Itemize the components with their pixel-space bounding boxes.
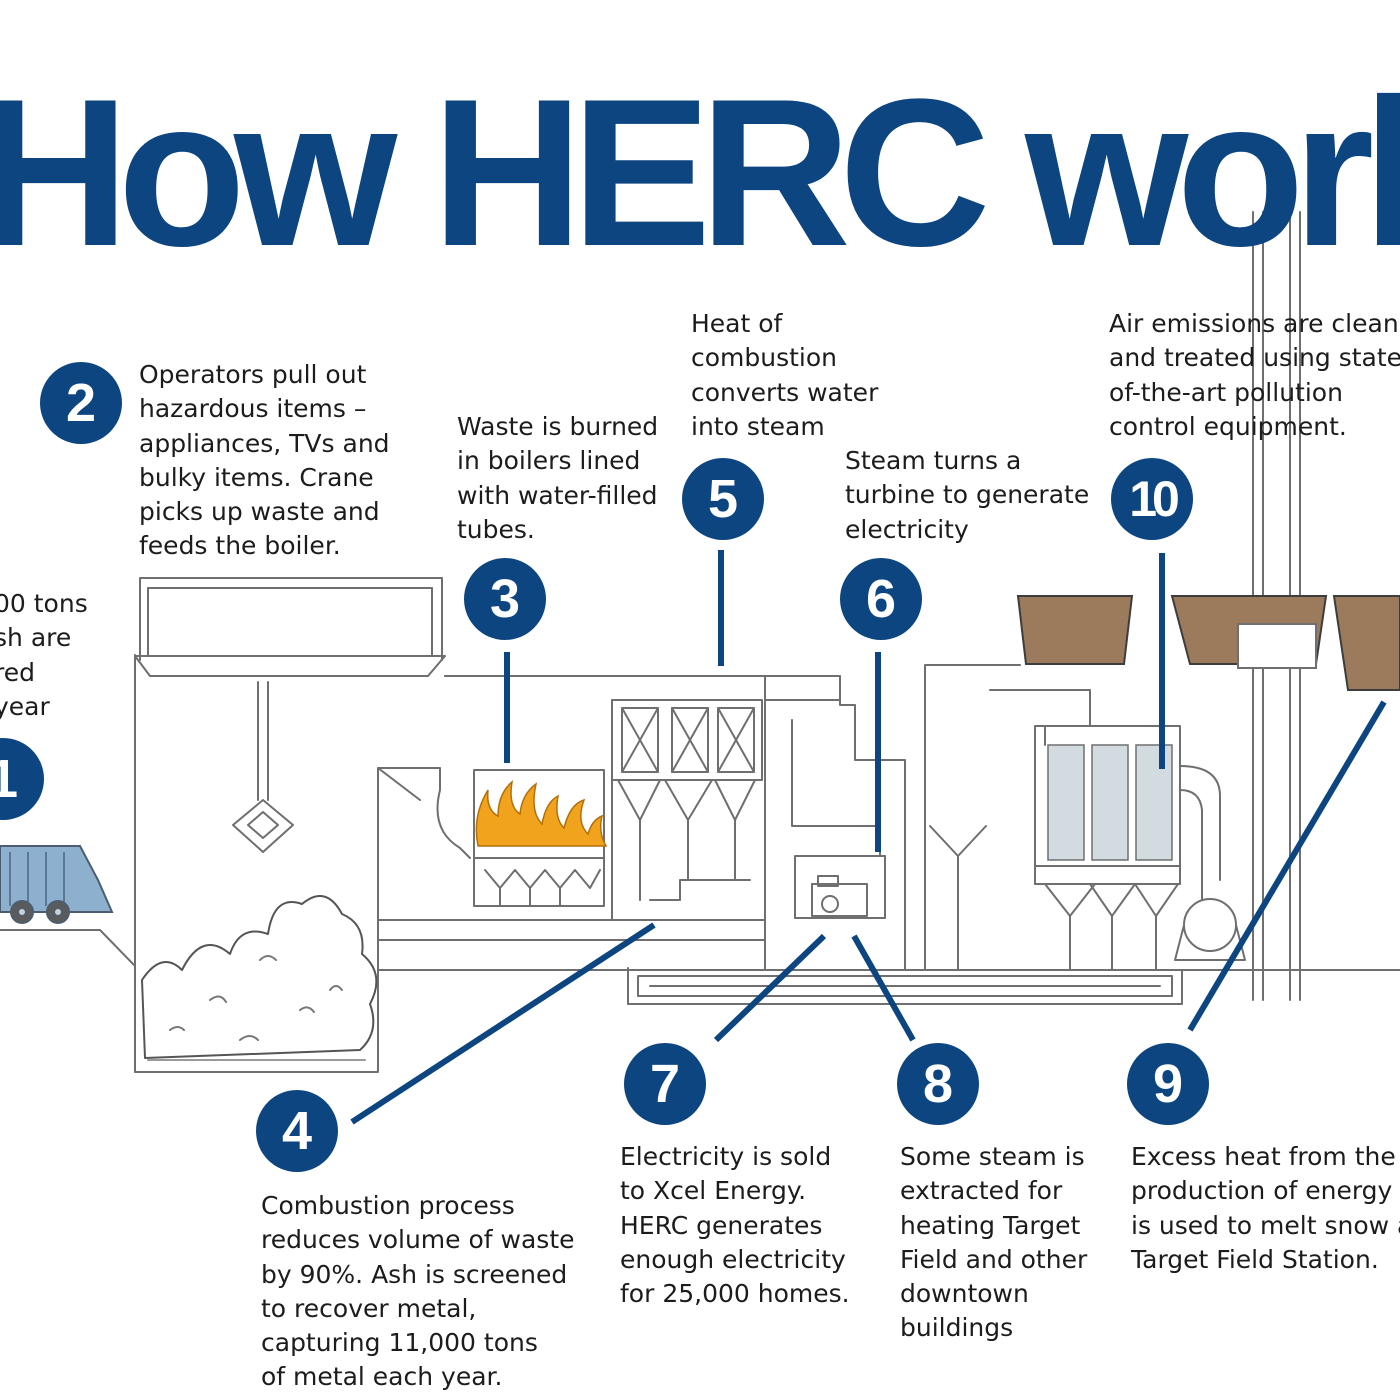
crane-cable	[257, 681, 269, 801]
baghouse-bags	[1047, 744, 1173, 861]
leader-line-9	[1187, 700, 1387, 1032]
step-caption-5: Heat of combustion converts water into s…	[691, 309, 879, 441]
step-badge-10: 10	[1111, 458, 1193, 540]
leader-line-8	[851, 934, 916, 1042]
step-badge-7: 7	[624, 1043, 706, 1125]
induced-draft-fan	[1183, 898, 1237, 952]
base-slab	[377, 967, 1400, 1005]
step-caption-3: Waste is burned in boilers lined with wa…	[457, 412, 659, 544]
tipping-hall-roof	[139, 577, 443, 661]
flue-duct	[444, 675, 906, 971]
step-badge-5: 5	[682, 458, 764, 540]
step-badge-8: 8	[897, 1043, 979, 1125]
step-caption-1: 00 tons sh are red year	[0, 589, 88, 721]
step-caption-8: Some steam is extracted for heating Targ…	[900, 1142, 1088, 1343]
leader-line-4	[350, 922, 656, 1125]
step-badge-4: 4	[256, 1090, 338, 1172]
step-caption-4: Combustion process reduces volume of was…	[261, 1191, 575, 1392]
step-caption-2: Operators pull out hazardous items – app…	[139, 360, 390, 561]
turbine-room	[794, 855, 886, 919]
truck-ramp	[0, 929, 136, 1073]
waste-pile	[141, 895, 378, 1059]
page-title: How HERC works	[0, 55, 1400, 290]
induced-fan-duct	[1179, 765, 1221, 901]
leader-line-7	[713, 933, 827, 1043]
boiler-flames	[475, 780, 608, 847]
feed-chute	[377, 767, 766, 921]
garbage-truck	[0, 845, 114, 924]
waste-pit	[134, 654, 379, 1073]
boiler-box	[473, 769, 605, 907]
step-badge-9: 9	[1127, 1043, 1209, 1125]
step-badge-3: 3	[464, 558, 546, 640]
turbine-generator	[811, 883, 868, 917]
crane-grapple	[232, 799, 294, 853]
step-caption-10: Air emissions are cleane and treated usi…	[1109, 309, 1400, 441]
step-caption-9: Excess heat from the production of energ…	[1131, 1142, 1400, 1274]
step-caption-7: Electricity is sold to Xcel Energy. HERC…	[620, 1142, 850, 1309]
cooling-hoppers	[1016, 595, 1400, 691]
step-badge-2: 2	[40, 362, 122, 444]
step-caption-6: Steam turns a turbine to generate electr…	[845, 446, 1090, 544]
step-badge-6: 6	[840, 558, 922, 640]
tube-bank	[611, 699, 763, 781]
